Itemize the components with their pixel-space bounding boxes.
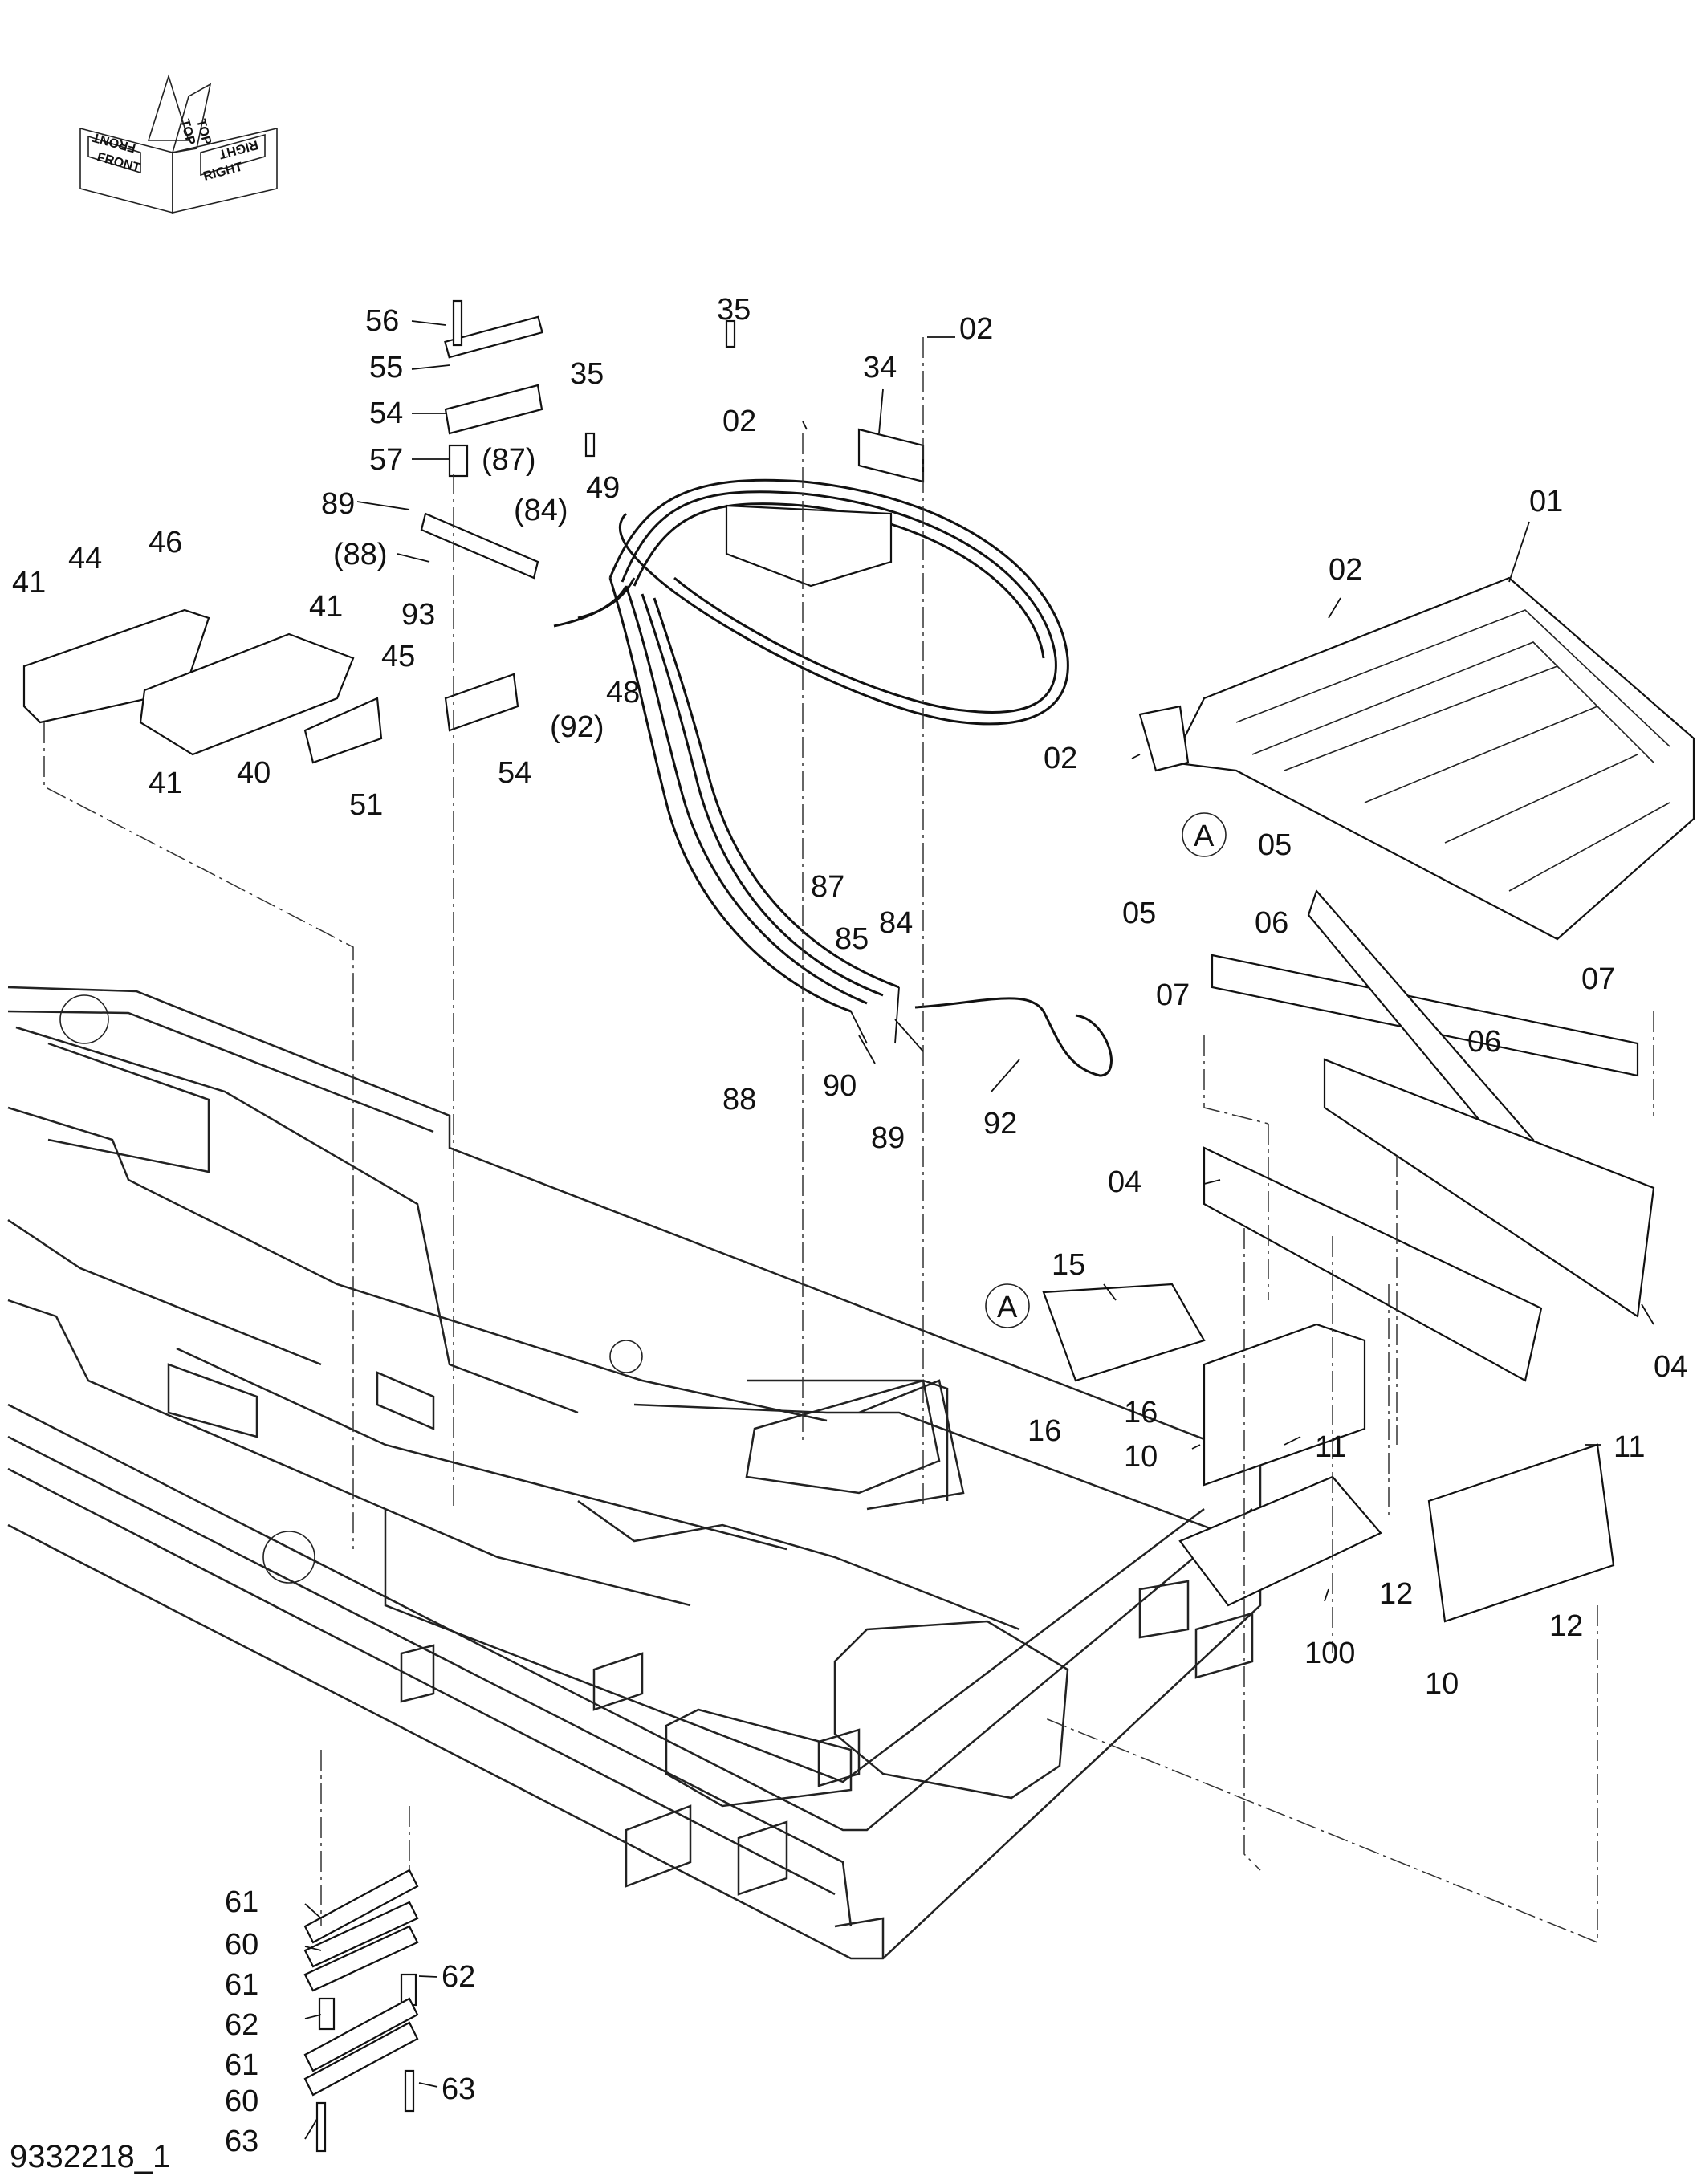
callout-12-left: 12 [1379,1577,1413,1611]
callout-16-left: 16 [1028,1414,1061,1448]
callout-93: 93 [401,598,435,632]
callout-51: 51 [349,788,383,822]
callout-100: 100 [1304,1637,1355,1670]
callout-60-b: 60 [225,2084,258,2118]
callout-11-left: 11 [1315,1430,1346,1464]
callout-48: 48 [606,676,640,710]
callout-12-right: 12 [1549,1609,1583,1643]
orientation-indicator: TOP FRONT RIGHT FRONT TOP RIGHT [79,74,278,214]
callout-84-bottom: 84 [879,906,913,940]
callout-46: 46 [149,526,182,559]
callout-02-mid: 02 [722,405,756,438]
callout-54-bottom: 54 [498,756,531,790]
orient-label-front-1: FRONT [96,150,142,175]
small-parts-left [22,299,736,764]
callout-90: 90 [823,1069,857,1103]
callout-10-left: 10 [1124,1440,1158,1474]
callout-41-left: 41 [12,566,46,600]
callout-61-c: 61 [225,2048,258,2082]
callout-84-paren-top: (84) [514,494,568,527]
callout-01: 01 [1529,485,1563,519]
callout-92-paren: (92) [550,710,604,744]
callout-05-top: 05 [1258,828,1292,862]
callout-16-right: 16 [1124,1396,1158,1430]
callout-89-top: 89 [321,487,355,521]
callout-63-bottom: 63 [225,2125,258,2158]
callout-15: 15 [1052,1248,1085,1282]
callout-63-right: 63 [442,2072,475,2106]
section-a-marker-1 [1182,812,1227,857]
callout-a-top: A [1194,820,1215,853]
callout-62-right: 62 [442,1960,475,1994]
callout-92-bottom: 92 [983,1107,1017,1141]
shim-stack [303,1869,419,2153]
drag-chain [1138,576,1695,941]
callout-54-top: 54 [369,397,403,430]
callout-35-left: 35 [570,357,604,391]
callout-07-right: 07 [1581,962,1615,996]
callout-leaders [304,320,1654,2140]
alignment-lines [43,337,1654,1944]
callout-57: 57 [369,443,403,477]
callout-10-right: 10 [1425,1667,1459,1701]
orient-label-right-1: RIGHT [202,161,245,184]
callout-60-a: 60 [225,1928,258,1962]
callout-07-left: 07 [1156,978,1190,1012]
callout-56: 56 [365,304,399,338]
section-a-marker-2 [985,1283,1030,1328]
callout-85: 85 [835,922,869,956]
callout-06-right: 06 [1467,1025,1501,1059]
rails-brackets-right [1042,889,1655,1623]
callout-55: 55 [369,351,403,384]
callout-02-chain-left: 02 [1044,742,1077,775]
callout-40: 40 [237,756,271,790]
figure-number: 9332218_1 [10,2139,170,2174]
callout-88-paren-top: (88) [333,538,388,571]
callout-02-chain-top: 02 [1329,553,1362,587]
callout-05-left: 05 [1122,897,1156,930]
hose-harness [553,428,1113,1077]
callout-45: 45 [381,640,415,673]
callout-41-bottom: 41 [149,767,182,800]
callout-88-bottom: 88 [722,1083,756,1116]
callout-89-bottom: 89 [871,1121,905,1155]
callout-04-left: 04 [1108,1165,1141,1199]
callout-06-top: 06 [1255,906,1288,940]
callout-34: 34 [863,351,897,384]
callout-35-mid: 35 [717,293,751,327]
callout-62-left: 62 [225,2008,258,2042]
callout-61-a: 61 [225,1885,258,1919]
callout-a-bottom: A [997,1291,1018,1324]
callout-49: 49 [586,471,620,505]
upper-frame-base [7,986,1262,1960]
callout-04-right: 04 [1654,1350,1687,1384]
callout-02-top-right: 02 [959,312,993,346]
callout-44: 44 [68,542,102,575]
callout-87-bottom: 87 [811,870,844,904]
callout-61-b: 61 [225,1968,258,2002]
callout-labels: 56 55 54 57 (87) (84) 89 (88) 49 35 35 3… [12,293,1687,2158]
callout-87-paren-top: (87) [482,443,536,477]
orient-label-front-2: FRONT [91,130,137,155]
callout-11-right: 11 [1614,1430,1645,1464]
callout-41-right: 41 [309,590,343,624]
